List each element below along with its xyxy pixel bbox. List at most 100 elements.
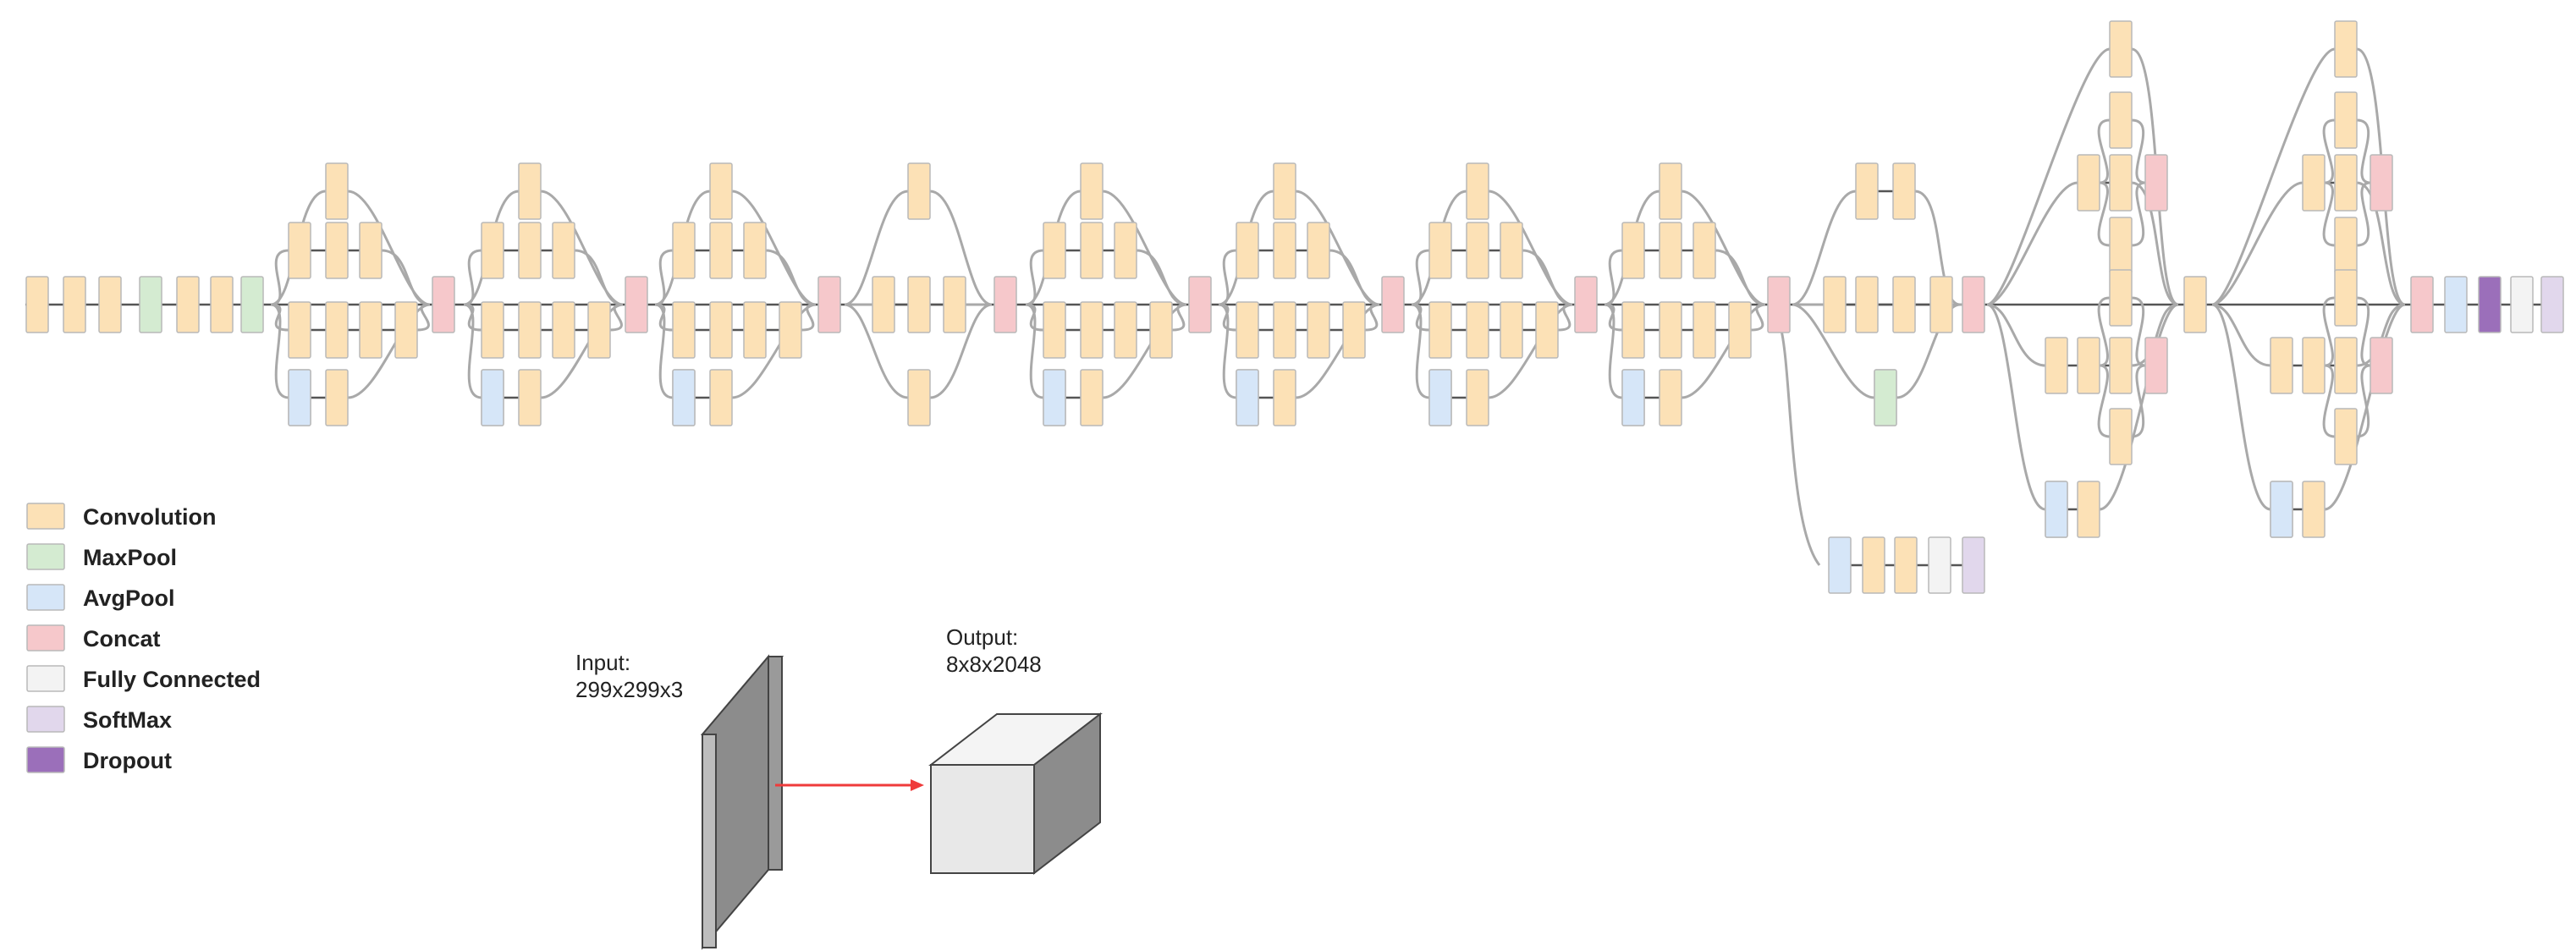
branch-edge — [2211, 303, 2271, 367]
convolution-block — [2109, 408, 2133, 465]
convolution-block — [1621, 301, 1645, 359]
convolution-block — [709, 301, 733, 359]
branch-edge — [1522, 249, 1573, 306]
convolution-block — [1466, 301, 1489, 359]
convolution-block — [1892, 276, 1916, 333]
concat-block — [994, 276, 1017, 333]
convolution-block — [743, 222, 767, 279]
convolution-block — [552, 301, 575, 359]
legend-label-convolution: Convolution — [83, 504, 216, 530]
diagram-blocks — [25, 20, 2564, 594]
concat-block — [2370, 154, 2393, 212]
legend-swatch-fully-connected — [26, 665, 65, 692]
branch-edge — [2131, 296, 2146, 367]
branch-edge — [1604, 303, 1623, 399]
branch-edge — [844, 303, 909, 399]
branch-edge — [1986, 47, 2111, 306]
convolution-block — [518, 162, 542, 220]
convolution-block — [709, 162, 733, 220]
branch-edge — [463, 303, 482, 399]
convolution-block — [552, 222, 575, 279]
convolution-block — [2109, 20, 2133, 78]
branch-edge — [2097, 364, 2111, 438]
convolution-block — [1693, 222, 1716, 279]
output-shape: 8x8x2048 — [946, 651, 1042, 677]
convolution-block — [518, 369, 542, 426]
convolution-block — [1659, 369, 1682, 426]
convolution-block — [1428, 222, 1452, 279]
convolution-block — [481, 222, 504, 279]
branch-edge — [1025, 303, 1044, 332]
convolution-block — [288, 222, 311, 279]
convolution-block — [288, 301, 311, 359]
convolution-block — [210, 276, 234, 333]
branch-edge — [1715, 249, 1766, 306]
convolution-block — [2334, 91, 2358, 149]
input-image-plate — [700, 654, 784, 950]
maxpool-block — [240, 276, 264, 333]
convolution-block — [518, 222, 542, 279]
branch-edge — [2097, 181, 2111, 247]
convolution-block — [2302, 337, 2326, 394]
convolution-block — [1080, 162, 1104, 220]
convolution-block — [2109, 269, 2133, 327]
branch-edge — [2211, 181, 2304, 306]
concat-block — [1767, 276, 1791, 333]
branch-edge — [1295, 303, 1380, 399]
branch-edge — [1136, 249, 1187, 306]
branch-edge — [1218, 303, 1237, 399]
concat-block — [817, 276, 841, 333]
convolution-block — [325, 222, 349, 279]
convolution-block — [907, 276, 931, 333]
flow-arrow-head — [911, 779, 924, 791]
avgpool-block — [288, 369, 311, 426]
avgpool-block — [2444, 276, 2468, 333]
convolution-block — [1659, 162, 1682, 220]
legend-swatch-convolution — [26, 503, 65, 530]
branch-edge — [1681, 303, 1766, 399]
concat-block — [1188, 276, 1212, 333]
branch-edge — [2356, 181, 2371, 247]
convolution-block — [1236, 301, 1259, 359]
convolution-block — [1342, 301, 1366, 359]
softmax-block — [2540, 276, 2564, 333]
convolution-block — [743, 301, 767, 359]
branch-edge — [1792, 190, 1857, 306]
concat-block — [2410, 276, 2434, 333]
convolution-block — [1273, 162, 1296, 220]
legend-label-dropout: Dropout — [83, 748, 172, 773]
branch-edge — [2356, 296, 2371, 367]
branch-edge — [270, 249, 289, 306]
legend-swatch-dropout — [26, 746, 65, 773]
avgpool-block — [1043, 369, 1066, 426]
convolution-block — [1043, 222, 1066, 279]
branch-edge — [1986, 303, 2046, 367]
branch-edge — [270, 303, 289, 399]
convolution-block — [709, 222, 733, 279]
branch-edge — [2322, 364, 2336, 438]
convolution-block — [1535, 301, 1559, 359]
convolution-block — [672, 222, 696, 279]
convolution-block — [587, 301, 611, 359]
convolution-block — [2334, 408, 2358, 465]
convolution-block — [325, 162, 349, 220]
softmax-block — [1962, 536, 1985, 594]
branch-edge — [1329, 249, 1380, 306]
convolution-block — [1466, 222, 1489, 279]
convolution-block — [359, 222, 383, 279]
convolution-block — [779, 301, 802, 359]
convolution-block — [1236, 222, 1259, 279]
maxpool-block — [139, 276, 162, 333]
dropout-block — [2478, 276, 2502, 333]
branch-edge — [731, 303, 817, 399]
legend-label-maxpool: MaxPool — [83, 545, 177, 570]
convolution-block — [1862, 536, 1885, 594]
convolution-block — [1114, 301, 1137, 359]
convolution-block — [1307, 222, 1330, 279]
input-shape: 299x299x3 — [575, 677, 683, 702]
concat-block — [2144, 337, 2168, 394]
branch-edge — [2131, 181, 2179, 306]
branch-edge — [574, 249, 624, 306]
